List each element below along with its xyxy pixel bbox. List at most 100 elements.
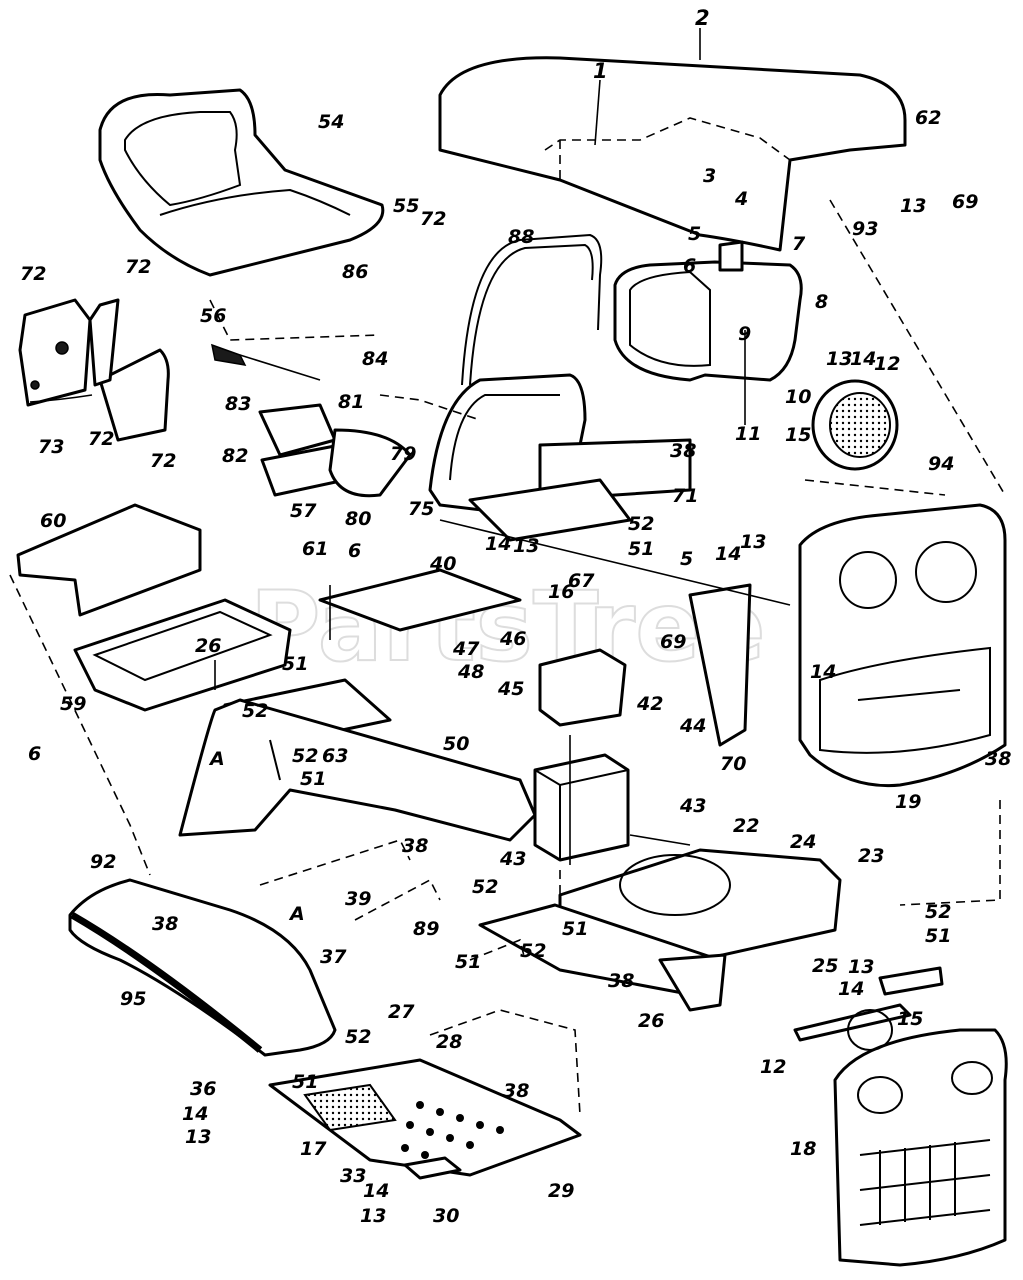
callout-89: 89	[413, 918, 439, 940]
battery-tray	[73, 598, 292, 712]
callout-55: 55	[393, 195, 419, 217]
chassis	[478, 848, 842, 1012]
callout-82: 82	[222, 445, 248, 467]
callout-38-dash: 38	[985, 748, 1011, 770]
callout-12-lower: 12	[760, 1056, 786, 1078]
callout-94: 94	[928, 453, 954, 475]
callout-47: 47	[452, 638, 480, 660]
callout-2: 2	[695, 6, 710, 30]
callout-38-frame: 38	[402, 835, 428, 857]
hood	[438, 56, 907, 252]
callout-51-frame: 51	[282, 653, 308, 675]
callout-52-right: 52	[925, 901, 951, 923]
frame-side	[178, 698, 537, 842]
callout-37: 37	[320, 946, 347, 968]
callout-67: 67	[568, 570, 595, 592]
callout-57: 57	[290, 500, 317, 522]
callout-10: 10	[785, 386, 811, 408]
callout-13-lower: 13	[848, 956, 874, 978]
callout-51-tower: 51	[628, 538, 654, 560]
callout-70: 70	[720, 753, 746, 775]
callout-15-lower: 15	[897, 1008, 923, 1030]
callout-38-fender: 38	[152, 913, 178, 935]
battery-cover	[16, 503, 202, 617]
callout-52-tower: 52	[628, 513, 654, 535]
callout-81: 81	[338, 391, 364, 413]
callouts: 2 1 54 62 69 13 93 3 4 5 6 7 8 9 10 11 1…	[20, 6, 1011, 1227]
cable-parts	[29, 343, 321, 403]
callout-1: 1	[593, 59, 608, 83]
callout-52-axle2: 52	[520, 940, 546, 962]
callout-83: 83	[225, 393, 251, 415]
callout-72-left: 72	[20, 263, 46, 285]
headlight-upper	[811, 379, 899, 471]
callout-3: 3	[703, 165, 716, 187]
callout-50: 50	[443, 733, 469, 755]
callout-52-lower: 52	[292, 745, 318, 767]
callout-6-mid: 6	[348, 540, 361, 562]
callout-19: 19	[895, 791, 921, 813]
callout-51-axle2: 51	[455, 951, 481, 973]
callout-4: 4	[734, 188, 748, 210]
callout-40: 40	[429, 553, 456, 575]
callout-69-mid: 69	[660, 631, 686, 653]
callout-52-frame: 52	[242, 700, 268, 722]
callout-13-bottom: 13	[360, 1205, 386, 1227]
callout-84: 84	[362, 348, 388, 370]
callout-24: 24	[790, 831, 816, 853]
callout-92: 92	[90, 851, 116, 873]
callout-14-rod: 14	[715, 543, 741, 565]
callout-88: 88	[508, 226, 534, 248]
callout-14-foot: 14	[182, 1103, 208, 1125]
footplate	[268, 1058, 582, 1180]
callout-45: 45	[497, 678, 524, 700]
watermark: PartsTree	[250, 571, 765, 683]
callout-51-lower: 51	[300, 768, 326, 790]
side-panels	[18, 298, 170, 442]
callout-38-tower: 38	[670, 440, 696, 462]
callout-73: 73	[38, 436, 64, 458]
callout-30: 30	[433, 1205, 459, 1227]
callout-93: 93	[852, 218, 878, 240]
light-brackets-lower	[793, 966, 944, 1051]
support-bracket	[688, 583, 752, 747]
callout-12-upper: 12	[874, 353, 900, 375]
callout-42: 42	[636, 693, 663, 715]
callout-6-top: 6	[683, 255, 696, 277]
grille	[833, 1028, 1008, 1267]
callout-15-upper: 15	[785, 424, 811, 446]
callout-71: 71	[672, 485, 698, 507]
callout-14-dash: 14	[810, 661, 836, 683]
battery	[533, 648, 630, 862]
callout-79: 79	[390, 443, 416, 465]
callout-7: 7	[792, 233, 806, 255]
callout-A-frame: A	[208, 748, 225, 770]
callout-54: 54	[318, 111, 344, 133]
callout-72-bottom: 72	[88, 428, 114, 450]
callout-25: 25	[812, 955, 838, 977]
callout-60: 60	[40, 510, 66, 532]
callout-9: 9	[738, 323, 751, 345]
callout-59: 59	[60, 693, 86, 715]
callout-13-rod: 13	[740, 531, 766, 553]
callout-52-axle: 52	[472, 876, 498, 898]
callout-A-fender: A	[288, 903, 305, 925]
callout-17: 17	[300, 1138, 327, 1160]
callout-72-center: 72	[420, 208, 446, 230]
callout-13-lamp: 13	[826, 348, 852, 370]
callout-80: 80	[345, 508, 371, 530]
callout-14-lamp: 14	[850, 348, 876, 370]
dashboard	[798, 503, 1007, 788]
callout-52-foot: 52	[345, 1026, 371, 1048]
callout-13-mid: 13	[513, 535, 539, 557]
steering-tower	[428, 233, 692, 542]
callout-14-bottom: 14	[363, 1180, 389, 1202]
callout-72-top: 72	[125, 256, 151, 278]
callout-18: 18	[790, 1138, 816, 1160]
callout-8: 8	[815, 291, 828, 313]
callout-29: 29	[548, 1180, 574, 1202]
callout-51-foot: 51	[292, 1071, 318, 1093]
callout-5-mid: 5	[680, 548, 693, 570]
callout-23: 23	[858, 845, 884, 867]
